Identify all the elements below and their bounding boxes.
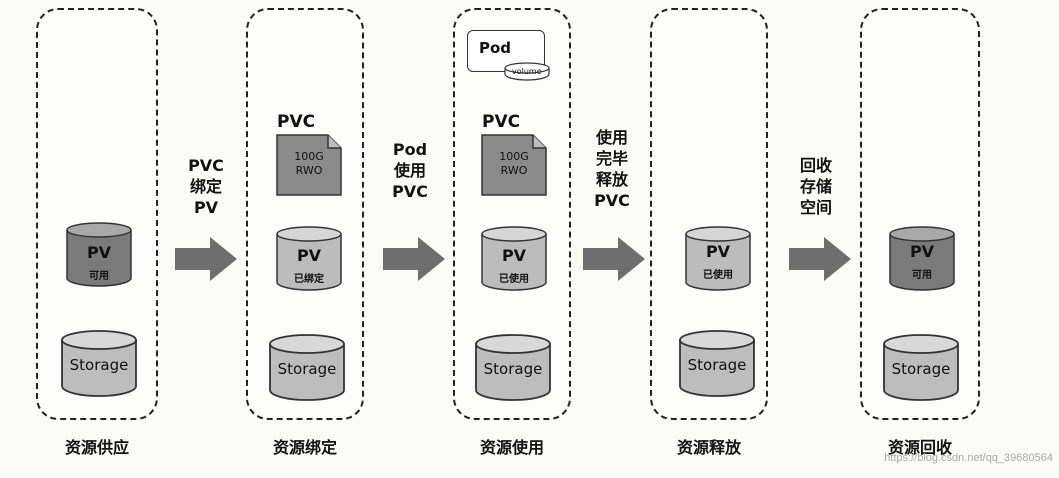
stage-label-provision: 资源供应	[64, 438, 129, 457]
arrow-right-icon	[383, 237, 445, 281]
pv-title-4: PV	[705, 242, 731, 261]
arrow-right-icon	[789, 237, 851, 281]
pv-state-3: 已使用	[499, 274, 529, 285]
storage-cylinder-icon	[883, 334, 959, 401]
pvc-document-icon	[276, 134, 342, 196]
storage-cylinder-icon	[269, 334, 345, 401]
transition-label-release: 使用 完毕 释放 PVC	[594, 128, 630, 210]
pv-state-5: 可用	[912, 270, 932, 281]
pv-cylinder-icon	[685, 226, 751, 291]
storage-label-3: Storage	[483, 360, 543, 378]
storage-label-2: Storage	[277, 360, 337, 378]
pv-cylinder-icon	[276, 226, 342, 291]
pv-cylinder-icon	[481, 226, 547, 291]
stage-label-releasing: 资源释放	[676, 438, 741, 457]
arrow-right-icon	[175, 237, 237, 281]
watermark: https://blog.csdn.net/qq_39680564	[884, 452, 1053, 464]
pvc-mode-using: RWO	[500, 164, 528, 177]
transition-label-reclaim: 回收 存储 空间	[799, 156, 832, 217]
stage-label-using: 资源使用	[479, 438, 544, 457]
storage-label-5: Storage	[891, 360, 951, 378]
pvc-size-using: 100G	[499, 150, 529, 163]
pv-state-1: 可用	[89, 271, 109, 282]
pv-title-2: PV	[296, 246, 322, 265]
pod-label: Pod	[479, 39, 512, 57]
storage-label-1: Storage	[69, 356, 129, 374]
storage-cylinder-icon	[679, 330, 755, 397]
pvc-size-binding: 100G	[294, 150, 324, 163]
pvc-document-icon	[481, 134, 547, 196]
storage-cylinder-icon	[61, 330, 137, 397]
transition-label-bind: PVC 绑定 PV	[188, 156, 224, 217]
storage-label-4: Storage	[687, 356, 747, 374]
pv-state-4: 已使用	[703, 270, 733, 281]
arrow-right-icon	[583, 237, 645, 281]
pv-state-2: 已绑定	[294, 274, 324, 285]
pod-volume-icon	[504, 62, 550, 81]
pv-title-3: PV	[501, 246, 527, 265]
storage-cylinder-icon	[475, 334, 551, 401]
pvc-title-using: PVC	[482, 112, 521, 132]
stage-label-reclaiming: 资源回收	[887, 438, 952, 457]
pv-title-1: PV	[86, 243, 112, 262]
transition-label-use: Pod 使用 PVC	[392, 140, 428, 201]
pv-cylinder-icon	[889, 226, 955, 291]
pvc-mode-binding: RWO	[295, 164, 323, 177]
pv-cylinder-icon	[66, 222, 132, 287]
pod-volume-label: volume	[512, 67, 542, 76]
pv-title-5: PV	[909, 242, 935, 261]
stage-label-binding: 资源绑定	[272, 438, 337, 457]
pvc-title-binding: PVC	[277, 112, 316, 132]
